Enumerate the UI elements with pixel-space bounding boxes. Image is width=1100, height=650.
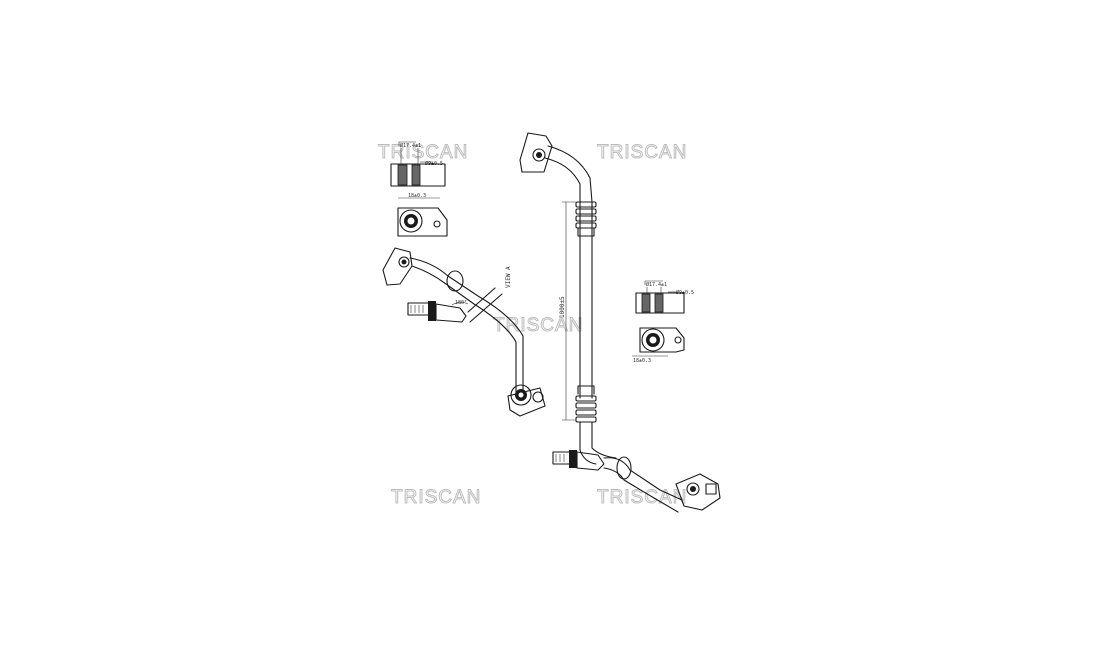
top-left-bore-dim: Ø17.4±1	[400, 142, 421, 149]
right-bore-dim: Ø17.4±1	[646, 281, 667, 288]
main-length-dim: 1000±5	[559, 296, 566, 318]
watermark-top-left: TRISCAN	[378, 142, 468, 163]
right-fitting-front: 18±0.3	[632, 327, 685, 364]
top-left-fitting-front: 18±0.3	[397, 193, 448, 237]
watermark-bottom-left: TRISCAN	[391, 487, 481, 508]
watermark-top-right: TRISCAN	[597, 142, 687, 163]
right-width-dim: 18±0.3	[633, 358, 651, 364]
side-view-label: VIEW A	[505, 266, 512, 288]
right-fitting-section: Ø17.4±1 Ø9±0.5	[635, 280, 694, 314]
top-left-fitting-section: Ø17.4±1 Ø9±0.5	[390, 141, 446, 187]
right-pin-dim: Ø9±0.5	[676, 289, 694, 296]
top-left-width-dim: 18±0.3	[408, 193, 426, 199]
watermark-bottom-right: TRISCAN	[597, 487, 687, 508]
angle-label: 180°	[455, 300, 467, 306]
side-view-pipe: 180° VIEW A	[382, 247, 546, 417]
main-pipe: 1000±5	[519, 132, 721, 513]
watermark-middle: TRISCAN	[493, 315, 583, 336]
